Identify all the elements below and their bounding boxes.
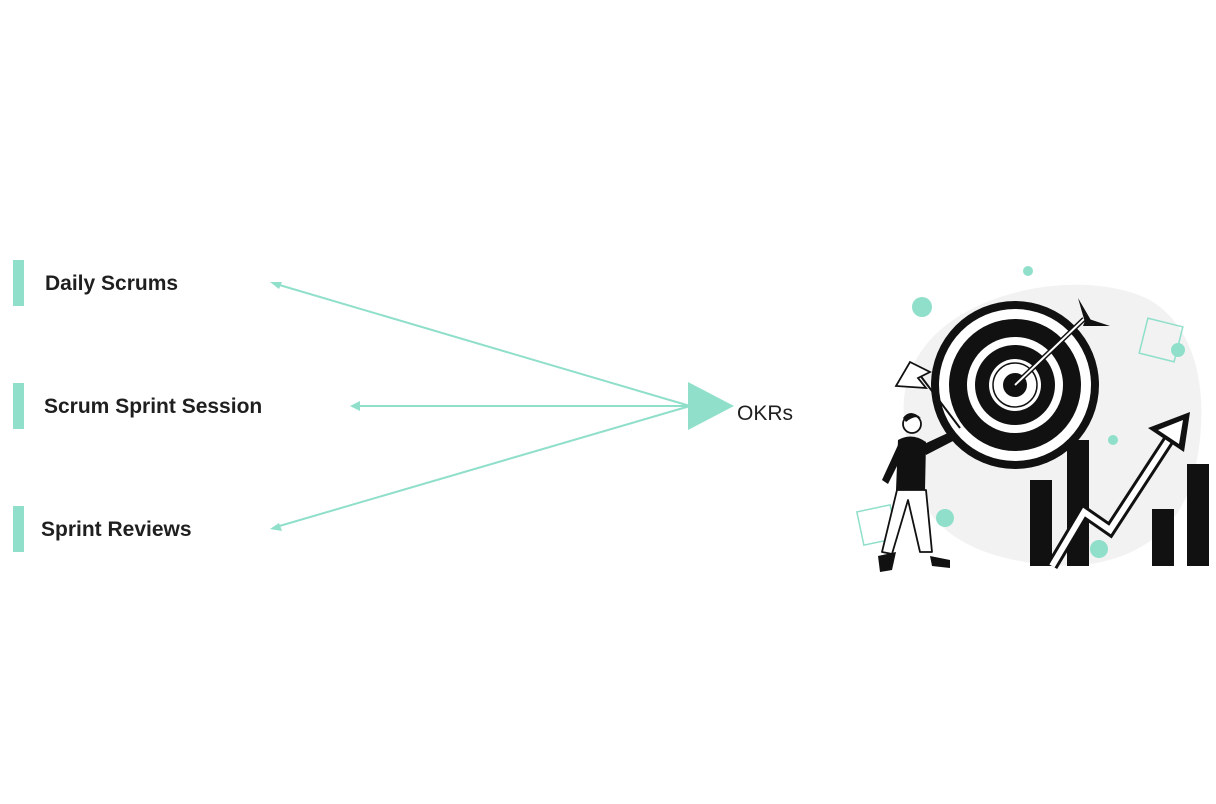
arrowhead-daily-scrums xyxy=(270,282,282,289)
item-label-daily-scrums: Daily Scrums xyxy=(45,272,179,295)
hub-triangle xyxy=(688,382,734,430)
rising-arrow-icon xyxy=(1046,412,1190,570)
item-accent-bar xyxy=(13,506,24,552)
person-with-flag-icon xyxy=(878,360,961,572)
arrow-to-daily-scrums xyxy=(275,283,691,407)
bar-chart-icon xyxy=(1030,440,1209,566)
item-label-scrum-sprint-session: Scrum Sprint Session xyxy=(44,395,263,418)
dart-arrow-icon xyxy=(1013,298,1110,387)
item-accent-bar xyxy=(13,260,24,306)
hub-label-okrs: OKRs xyxy=(737,402,794,425)
arrowhead-sprint-reviews xyxy=(270,523,282,531)
item-accent-bar xyxy=(13,383,24,429)
arrowhead-scrum-sprint-session xyxy=(350,401,360,411)
item-label-sprint-reviews: Sprint Reviews xyxy=(41,518,192,541)
arrow-to-sprint-reviews xyxy=(275,405,691,528)
decorative-dots xyxy=(912,266,1185,558)
